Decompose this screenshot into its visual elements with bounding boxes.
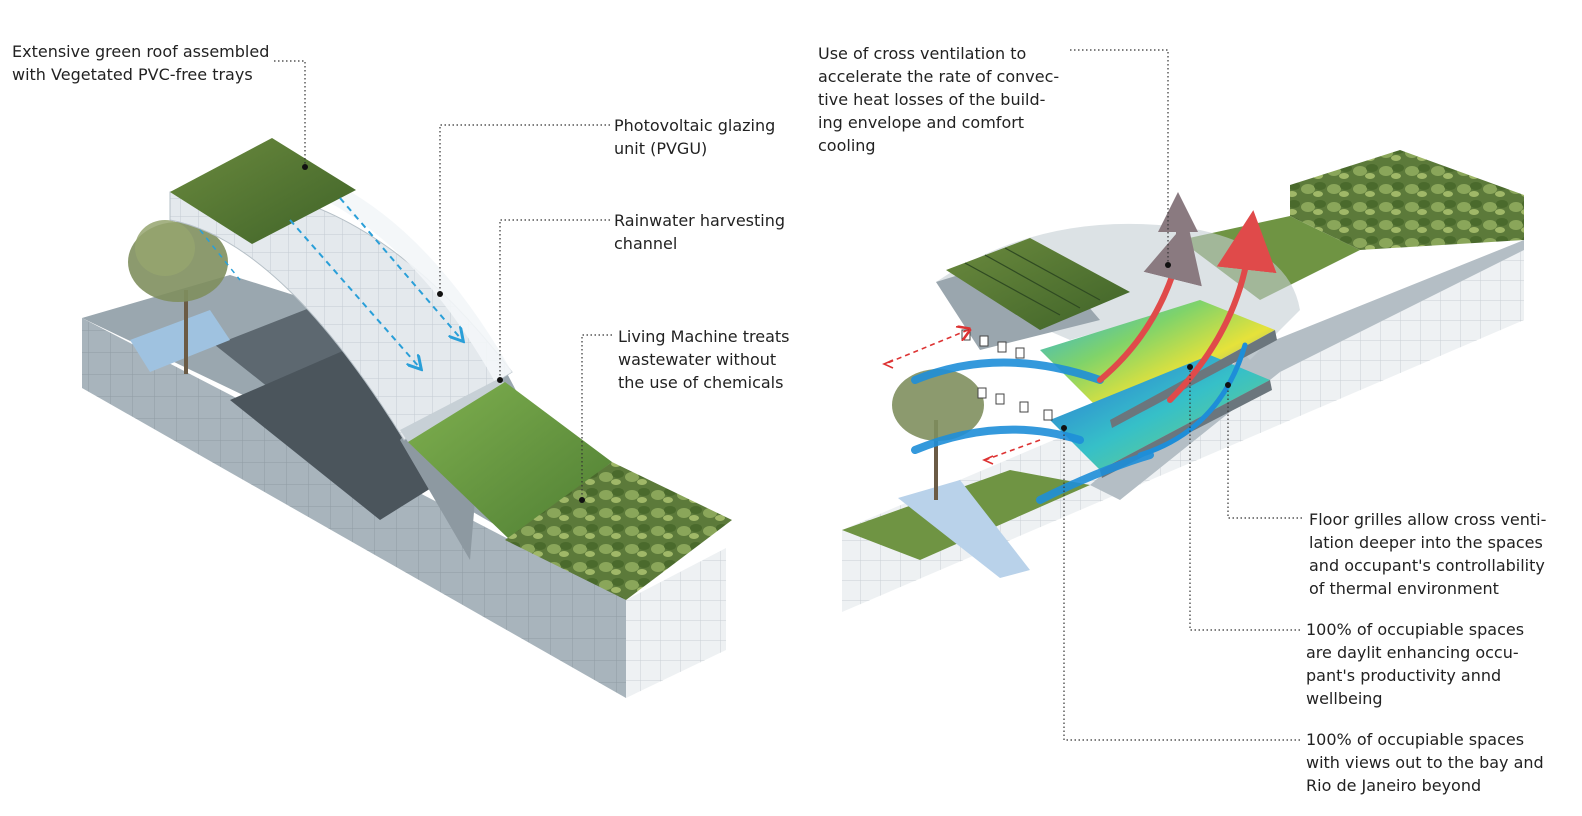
leader-dots (302, 164, 1231, 503)
warm-airflow-1 (1097, 220, 1202, 383)
label-living-machine: Living Machine treats wastewater without… (618, 327, 790, 392)
cool-airflow-upper (911, 358, 1104, 384)
left-water-channel (130, 310, 230, 372)
warm-airflow-2 (1167, 210, 1277, 403)
leader-pvgu (439, 124, 610, 292)
left-base-front-face (82, 318, 626, 698)
label-pvgu: Photovoltaic glazing unit (PVGU) (614, 116, 776, 158)
lower-floor-thermal-map (1050, 355, 1270, 470)
left-green-roof (170, 138, 356, 244)
left-tree (128, 220, 228, 374)
label-daylit-spaces: 100% of occupiable spaces are daylit enh… (1306, 620, 1525, 708)
cool-airflow-middle (911, 425, 1084, 454)
leader-lines (274, 49, 1302, 741)
rain-arrow-2 (339, 197, 462, 340)
upper-floor-thermal-map (1040, 300, 1275, 420)
label-floor-grilles: Floor grilles allow cross venti- lation … (1309, 510, 1547, 598)
label-views-out: 100% of occupiable spaces with views out… (1306, 730, 1544, 795)
exhaust-arrow-lower (984, 439, 1041, 461)
cool-airflow-lower (1036, 451, 1154, 504)
label-green-roof: Extensive green roof assembled with Vege… (12, 42, 270, 84)
label-rainwater-channel: Rainwater harvesting channel (614, 211, 786, 253)
leader-views (1063, 428, 1300, 741)
left-building-model (82, 138, 732, 698)
leader-floor-grilles (1227, 385, 1302, 519)
left-living-machine (505, 462, 732, 600)
exhaust-arrow-upper (884, 330, 968, 365)
leader-cross-ventilation (1070, 49, 1169, 265)
label-cross-ventilation: Use of cross ventilation to accelerate t… (818, 44, 1060, 155)
left-base-side-face (626, 548, 726, 698)
right-water (898, 480, 1030, 578)
leader-living-machine (581, 334, 612, 500)
right-building-model (842, 150, 1524, 612)
leader-rainwater (499, 219, 610, 378)
right-tree (892, 369, 984, 500)
right-shrubs (1290, 150, 1524, 250)
leader-daylit (1189, 367, 1300, 631)
left-interior-floor-lower (230, 350, 460, 520)
leader-green-roof (274, 60, 306, 165)
